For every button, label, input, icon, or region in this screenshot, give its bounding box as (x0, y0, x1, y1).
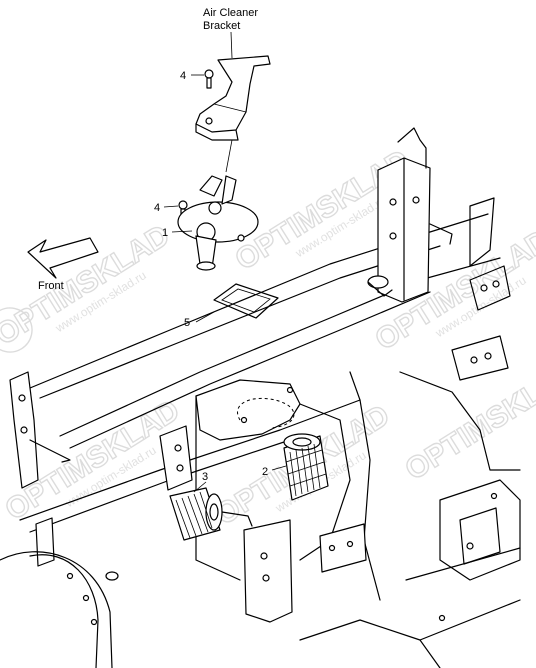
callout-leader-2 (271, 465, 287, 471)
front-label: Front (38, 280, 64, 292)
callout-leader-4-lower (163, 205, 179, 208)
bracket-hole (205, 117, 213, 125)
callout-leader-3 (193, 481, 207, 493)
watermark-brand: OPTIMSKLAD (400, 354, 536, 487)
machine-frame (0, 127, 521, 668)
air-cleaner-bracket (195, 55, 271, 173)
filter-element-main: 2 (262, 433, 329, 501)
bolt-4-top: 4 (180, 69, 214, 89)
callout-1: 1 (162, 227, 168, 239)
callout-2: 2 (262, 466, 268, 478)
air-cleaner-housing: 1 (162, 175, 259, 271)
watermark-logo-ring (0, 307, 33, 353)
title-line-1: Air Cleaner (203, 7, 258, 19)
filter-element-safety: 3 (169, 471, 253, 541)
air-cleaner-bracket-title: Air Cleaner Bracket (203, 7, 258, 59)
bracket-mount-line (225, 139, 233, 173)
callout-leader-1 (171, 230, 193, 233)
callout-4-lower: 4 (154, 202, 160, 214)
front-direction-arrow: Front (27, 237, 99, 292)
title-leader-line (230, 31, 233, 59)
title-line-2: Bracket (203, 20, 240, 32)
callout-3: 3 (202, 471, 208, 483)
callout-4-top: 4 (180, 70, 186, 82)
